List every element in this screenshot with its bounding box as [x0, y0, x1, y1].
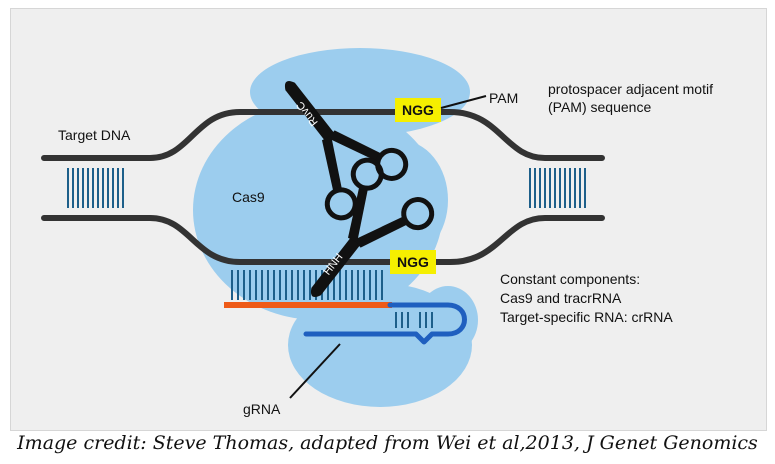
- pam-label: PAM: [489, 90, 518, 106]
- grna-label: gRNA: [243, 401, 281, 417]
- dna-top-strand: [41, 109, 605, 161]
- grna-pointer-line: [289, 343, 341, 399]
- base-pairs-grna: [231, 270, 383, 300]
- constant-components-line1: Constant components:: [500, 271, 640, 287]
- constant-components-line3: Target-specific RNA: crRNA: [500, 309, 673, 325]
- pam-pointer-line: [440, 95, 487, 109]
- ngg-top-label: NGG: [402, 102, 434, 118]
- tracrrna-pairs: [395, 312, 433, 328]
- target-dna-label: Target DNA: [58, 127, 131, 143]
- constant-components-line2: Cas9 and tracrRNA: [500, 290, 622, 306]
- ruvc-scissors-icon: RuvC: [284, 81, 409, 221]
- hnh-scissors-icon: HNH: [310, 157, 435, 297]
- base-pairs-right: [529, 168, 586, 208]
- image-credit: Image credit: Steve Thomas, adapted from…: [17, 432, 758, 454]
- base-pairs-left: [67, 168, 124, 208]
- pam-description-line1: protospacer adjacent motif: [548, 81, 713, 97]
- pam-top-box: NGG: [395, 98, 441, 122]
- pam-bottom-box: NGG: [390, 250, 436, 274]
- ngg-bottom-label: NGG: [397, 254, 429, 270]
- tracrrna-strand: [303, 302, 467, 345]
- cas9-label: Cas9: [232, 189, 265, 205]
- pam-description-line2: (PAM) sequence: [548, 99, 651, 115]
